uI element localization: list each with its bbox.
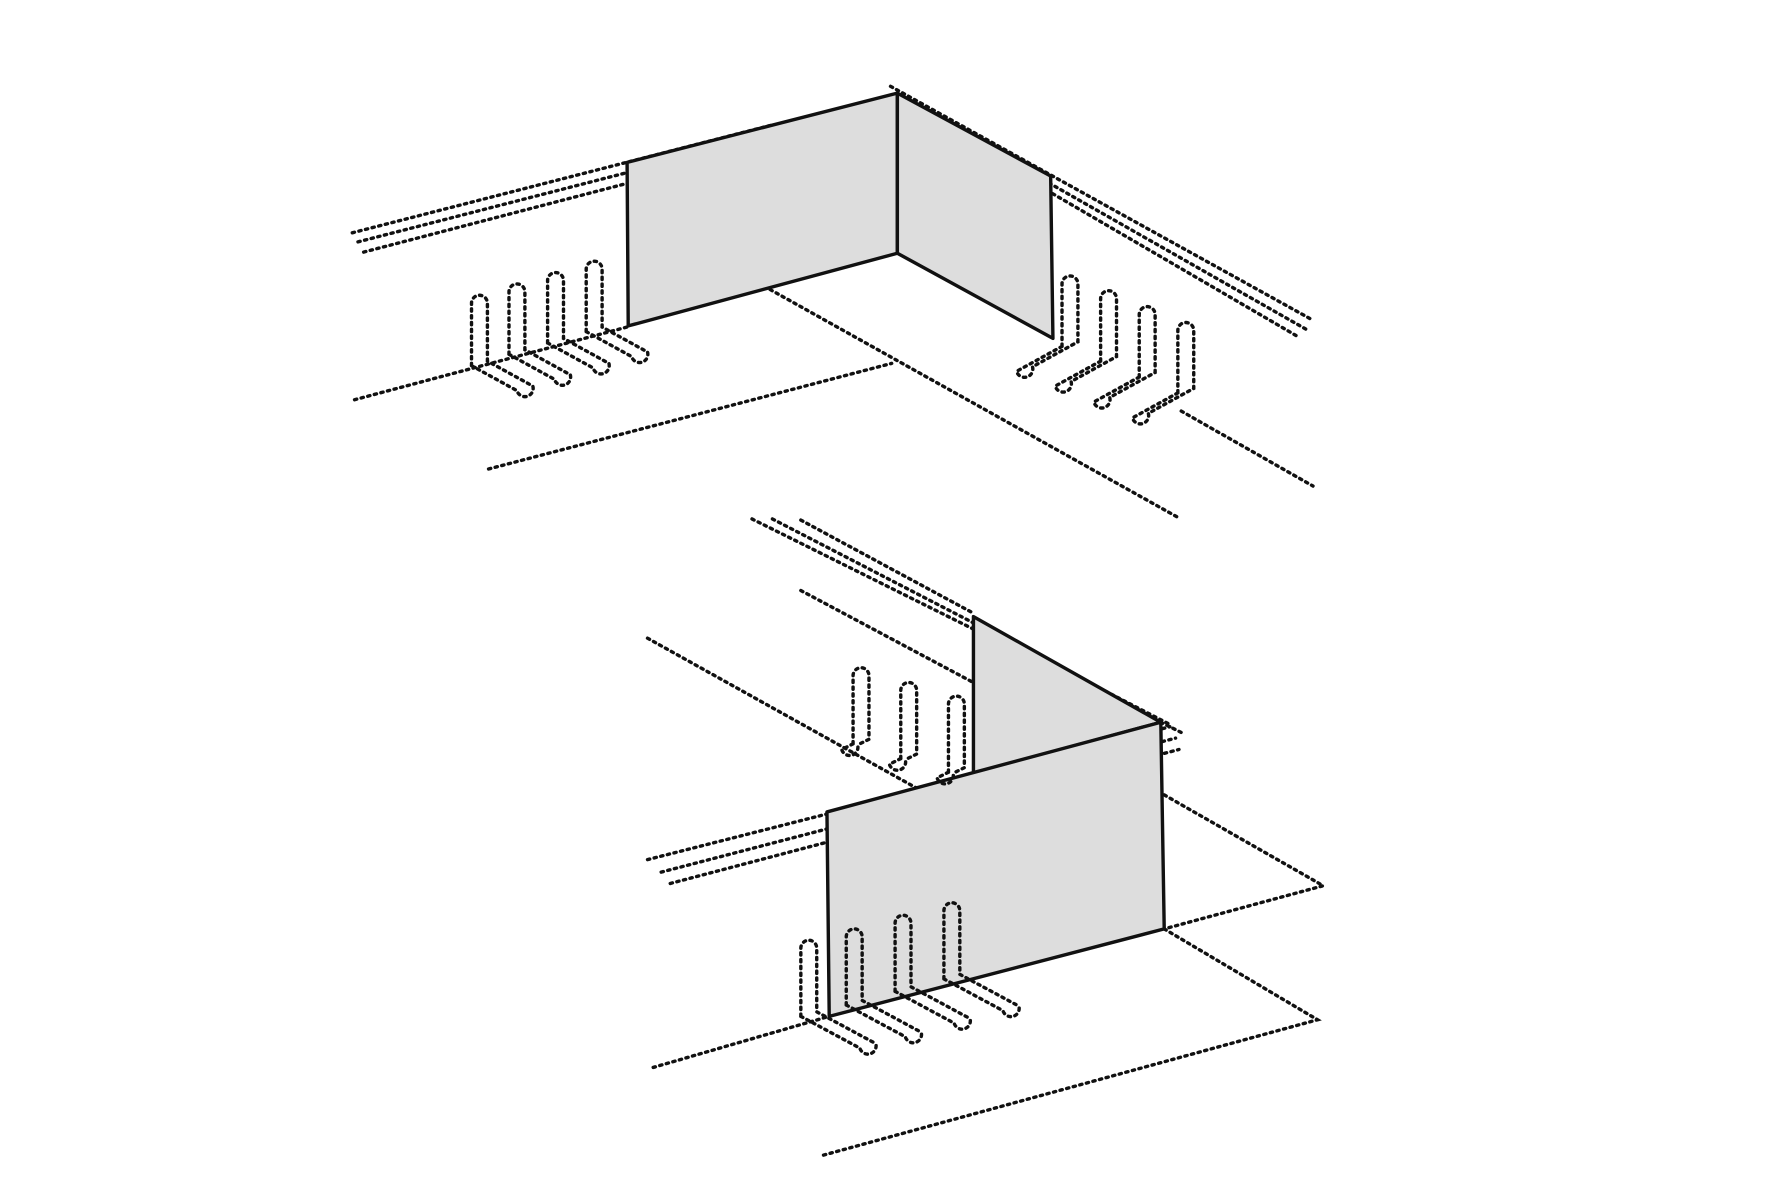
comb-tooth — [584, 259, 650, 365]
wall-panel-right — [895, 91, 1055, 341]
floor-line — [818, 927, 1322, 1158]
comb-tooth — [799, 938, 878, 1056]
comb-tooth — [545, 270, 611, 376]
comb-tooth — [935, 694, 967, 786]
floor-line — [352, 325, 629, 402]
comb-tooth — [1091, 304, 1157, 410]
floor-line — [1162, 793, 1328, 931]
guide-line — [750, 517, 1183, 735]
floor-line — [768, 287, 1179, 519]
comb-tooth — [942, 901, 1021, 1019]
comb-tooth — [887, 680, 919, 772]
guide-line — [799, 518, 976, 615]
guide-line — [770, 517, 1172, 727]
guide-line — [645, 636, 968, 818]
comb-tooth — [1130, 320, 1196, 426]
upper-corner-assembly — [350, 84, 1315, 519]
comb-tooth — [469, 293, 535, 399]
lower-corner-assembly — [645, 517, 1328, 1158]
comb-tooth — [1053, 289, 1119, 394]
floor-line — [486, 361, 894, 471]
guide-line — [888, 84, 1315, 322]
wall-panel-left — [625, 91, 900, 328]
floor-line — [651, 1014, 831, 1070]
comb-tooth — [844, 927, 924, 1045]
guide-line — [799, 588, 973, 684]
comb-tooth — [1014, 274, 1080, 379]
comb-tooth — [507, 282, 573, 387]
comb-tooth — [839, 666, 871, 758]
wall-panel-front — [825, 720, 1166, 1019]
comb-fixtures — [469, 259, 1196, 1056]
comb-tooth — [893, 913, 973, 1031]
floor-line — [1179, 409, 1315, 488]
